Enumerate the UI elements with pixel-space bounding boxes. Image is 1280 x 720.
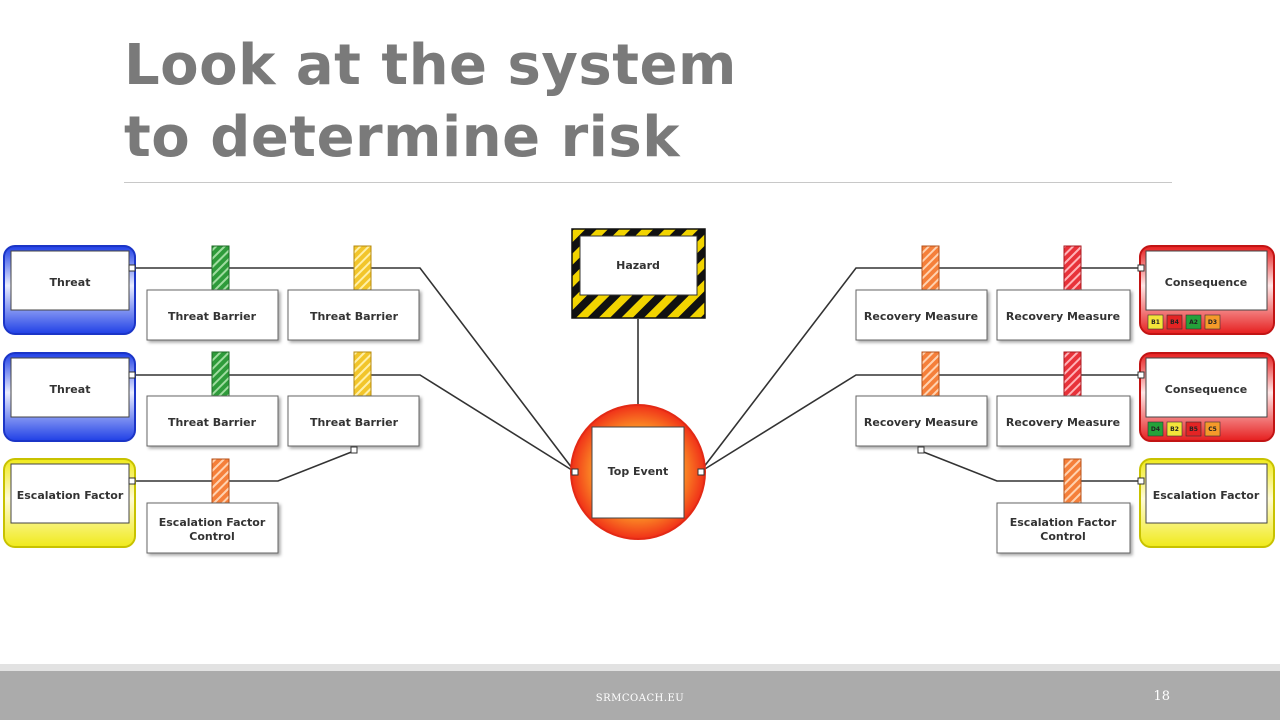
- threat-barrier: Threat Barrier: [146, 245, 279, 341]
- risk-badge: B2: [1170, 426, 1179, 433]
- footer-stripe: [0, 664, 1280, 671]
- title-line-1: Look at the system: [124, 33, 737, 98]
- control-label-line1: Escalation Factor: [1010, 516, 1117, 529]
- risk-badge: A2: [1189, 319, 1198, 326]
- recovery-measure-label: Recovery Measure: [1006, 310, 1120, 323]
- recovery-measure-label: Recovery Measure: [1006, 416, 1120, 429]
- control-label-line2: Control: [189, 530, 234, 543]
- risk-badge: B1: [1151, 319, 1160, 326]
- bowtie-diagram: Threat Threat Escalation Factor Threat B…: [3, 228, 1275, 554]
- control-label-line1: Escalation Factor: [159, 516, 266, 529]
- hazard-label: Hazard: [616, 259, 660, 272]
- escalation-factor-box: Escalation Factor: [1139, 458, 1275, 548]
- expand-handle-icon[interactable]: [128, 371, 136, 379]
- threat-barrier-label: Threat Barrier: [310, 310, 399, 323]
- title-line-2: to determine risk: [124, 105, 680, 170]
- escalation-factor-control: Escalation Factor Control: [996, 458, 1131, 554]
- threat-barrier-label: Threat Barrier: [168, 310, 257, 323]
- page-number: 18: [1153, 689, 1170, 704]
- threat-box: Threat: [3, 352, 136, 442]
- slide-title: Look at the system to determine risk: [124, 30, 737, 174]
- threat-barrier: Threat Barrier: [146, 351, 279, 447]
- control-label-line2: Control: [1040, 530, 1085, 543]
- expand-handle-icon[interactable]: [350, 446, 358, 454]
- escalation-factor-control: Escalation Factor Control: [146, 458, 279, 554]
- threat-barrier-label: Threat Barrier: [310, 416, 399, 429]
- escalation-factor-box: Escalation Factor: [3, 458, 136, 548]
- expand-handle-icon[interactable]: [571, 468, 579, 476]
- expand-handle-icon[interactable]: [1137, 264, 1145, 272]
- top-event: Top Event: [570, 404, 706, 540]
- threat-box: Threat: [3, 245, 136, 335]
- threat-label: Threat: [50, 276, 91, 289]
- consequence-label: Consequence: [1165, 383, 1247, 396]
- expand-handle-icon[interactable]: [1137, 477, 1145, 485]
- risk-badge: D3: [1208, 319, 1217, 326]
- footer-site: SRMCOACH.EU: [595, 693, 685, 704]
- consequence-box: Consequence D4 B2 B5 C5: [1139, 352, 1275, 442]
- threat-barrier: Threat Barrier: [287, 351, 420, 447]
- expand-handle-icon[interactable]: [128, 477, 136, 485]
- threat-label: Threat: [50, 383, 91, 396]
- recovery-measure-label: Recovery Measure: [864, 310, 978, 323]
- consequence-box: Consequence B1 B4 A2 D3: [1139, 245, 1275, 335]
- threat-barrier: Threat Barrier: [287, 245, 420, 341]
- threat-barrier-label: Threat Barrier: [168, 416, 257, 429]
- expand-handle-icon[interactable]: [697, 468, 705, 476]
- recovery-measure: Recovery Measure: [855, 351, 988, 447]
- risk-badges: B1 B4 A2 D3: [1147, 314, 1221, 330]
- risk-badge: D4: [1151, 426, 1160, 433]
- risk-badge: C5: [1208, 426, 1217, 433]
- escalation-factor-label: Escalation Factor: [17, 489, 124, 502]
- expand-handle-icon[interactable]: [128, 264, 136, 272]
- recovery-measure-label: Recovery Measure: [864, 416, 978, 429]
- risk-badge: B4: [1170, 319, 1179, 326]
- risk-badges: D4 B2 B5 C5: [1147, 421, 1221, 437]
- top-event-label: Top Event: [608, 465, 669, 478]
- hazard-box: Hazard: [571, 228, 706, 319]
- title-divider: [124, 182, 1172, 183]
- consequence-label: Consequence: [1165, 276, 1247, 289]
- recovery-measure: Recovery Measure: [855, 245, 988, 341]
- escalation-factor-label: Escalation Factor: [1153, 489, 1260, 502]
- footer-bar: SRMCOACH.EU 18: [0, 671, 1280, 720]
- expand-handle-icon[interactable]: [917, 446, 925, 454]
- risk-badge: B5: [1189, 426, 1198, 433]
- recovery-measure: Recovery Measure: [996, 351, 1131, 447]
- expand-handle-icon[interactable]: [1137, 371, 1145, 379]
- recovery-measure: Recovery Measure: [996, 245, 1131, 341]
